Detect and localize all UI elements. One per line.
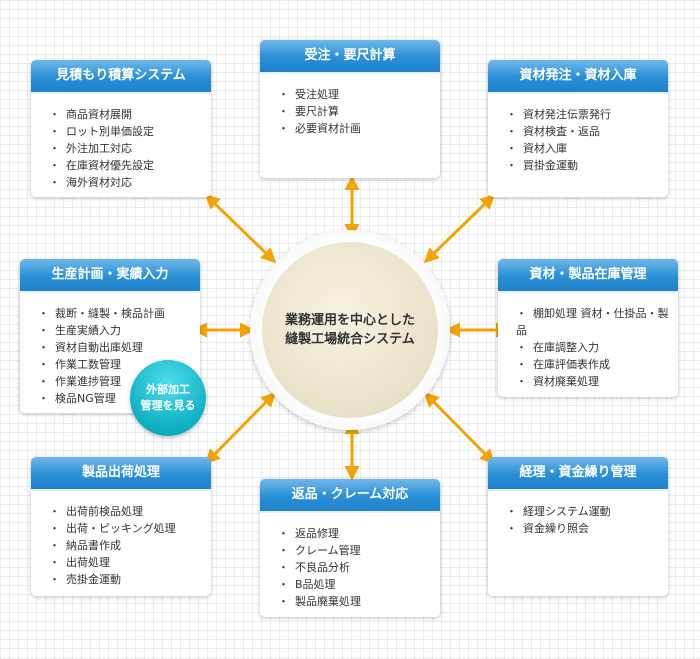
list-item: 在庫調整入力 [516, 339, 678, 356]
module-items: 返品修理クレーム管理不良品分析B品処理製品廃棄処理 [260, 513, 440, 617]
list-item: 生産実績入力 [38, 322, 200, 339]
list-item: 要尺計算 [278, 103, 440, 120]
arrow-accounting [423, 391, 496, 465]
module-title: 資材発注・資材入庫 [488, 60, 668, 94]
button-line1: 外部加工 [146, 383, 190, 396]
list-item: 裁断・縫製・検品計画 [38, 305, 200, 322]
arrow-estimate [204, 193, 277, 264]
module-title: 受注・要尺計算 [260, 40, 440, 74]
list-item: 資材入庫 [506, 140, 668, 157]
center-hub: 業務運用を中心とした縫製工場統合システム [250, 230, 450, 430]
list-item: 出荷処理 [49, 554, 211, 571]
module-items: 棚卸処理 資材・仕掛品・製品在庫調整入力在庫評価表作成資材廃棄処理 [498, 293, 678, 397]
list-item: 返品修理 [278, 525, 440, 542]
button-line2: 管理を見る [140, 399, 196, 412]
module-items: 裁断・縫製・検品計画生産実績入力資材自動出庫処理作業工数管理作業進捗管理検品NG… [20, 293, 200, 413]
list-item: 検品NG管理 [38, 390, 200, 407]
list-item: 資材廃棄処理 [516, 373, 678, 390]
list-item: 作業工数管理 [38, 356, 200, 373]
list-item: 資金繰り照会 [506, 520, 668, 537]
list-item: 売掛金運動 [49, 571, 211, 588]
list-item: 不良品分析 [278, 559, 440, 576]
module-title: 見積もり積算システム [31, 60, 211, 94]
module-items: 経理システム運動資金繰り照会 [488, 491, 668, 547]
list-item: 作業進捗管理 [38, 373, 200, 390]
list-item: 資材検査・返品 [506, 123, 668, 140]
list-item: ロット別単価設定 [49, 123, 211, 140]
list-item: 経理システム運動 [506, 503, 668, 520]
center-line2: 縫製工場統合システム [285, 332, 415, 347]
list-item: 在庫評価表作成 [516, 356, 678, 373]
module-items: 受注処理要尺計算必要資材計画 [260, 74, 440, 147]
module-shipping: 製品出荷処理出荷前検品処理出荷・ピッキング処理納品書作成出荷処理売掛金運動 [31, 457, 211, 596]
module-title: 生産計画・実績入力 [20, 259, 200, 293]
module-order: 受注・要尺計算受注処理要尺計算必要資材計画 [260, 40, 440, 178]
list-item: 製品廃棄処理 [278, 593, 440, 610]
list-item: 海外資材対応 [49, 174, 211, 191]
module-accounting: 経理・資金繰り管理経理システム運動資金繰り照会 [488, 457, 668, 596]
module-items: 商品資材展開ロット別単価設定外注加工対応在庫資材優先設定海外資材対応 [31, 94, 211, 197]
list-item: 資材発注伝票発行 [506, 106, 668, 123]
list-item: 受注処理 [278, 86, 440, 103]
module-title: 経理・資金繰り管理 [488, 457, 668, 491]
arrow-shipping [204, 391, 277, 465]
list-item: 資材自動出庫処理 [38, 339, 200, 356]
list-item: 棚卸処理 資材・仕掛品・製品 [516, 305, 678, 339]
module-title: 製品出荷処理 [31, 457, 211, 491]
module-returns: 返品・クレーム対応返品修理クレーム管理不良品分析B品処理製品廃棄処理 [260, 479, 440, 617]
list-item: 商品資材展開 [49, 106, 211, 123]
module-purchase: 資材発注・資材入庫資材発注伝票発行資材検査・返品資材入庫買掛金運動 [488, 60, 668, 197]
list-item: 買掛金運動 [506, 157, 668, 174]
list-item: クレーム管理 [278, 542, 440, 559]
external-processing-button[interactable]: 外部加工管理を見る [130, 360, 206, 436]
arrow-purchase [423, 193, 496, 264]
list-item: 出荷前検品処理 [49, 503, 211, 520]
list-item: B品処理 [278, 576, 440, 593]
module-items: 資材発注伝票発行資材検査・返品資材入庫買掛金運動 [488, 94, 668, 184]
module-items: 出荷前検品処理出荷・ピッキング処理納品書作成出荷処理売掛金運動 [31, 491, 211, 596]
module-estimate: 見積もり積算システム商品資材展開ロット別単価設定外注加工対応在庫資材優先設定海外… [31, 60, 211, 197]
list-item: 納品書作成 [49, 537, 211, 554]
list-item: 外注加工対応 [49, 140, 211, 157]
list-item: 必要資材計画 [278, 120, 440, 137]
list-item: 出荷・ピッキング処理 [49, 520, 211, 537]
module-title: 資材・製品在庫管理 [498, 259, 678, 293]
module-title: 返品・クレーム対応 [260, 479, 440, 513]
module-inventory: 資材・製品在庫管理棚卸処理 資材・仕掛品・製品在庫調整入力在庫評価表作成資材廃棄… [498, 259, 678, 397]
list-item: 在庫資材優先設定 [49, 157, 211, 174]
center-line1: 業務運用を中心とした [284, 313, 415, 328]
module-production: 生産計画・実績入力裁断・縫製・検品計画生産実績入力資材自動出庫処理作業工数管理作… [20, 259, 200, 413]
